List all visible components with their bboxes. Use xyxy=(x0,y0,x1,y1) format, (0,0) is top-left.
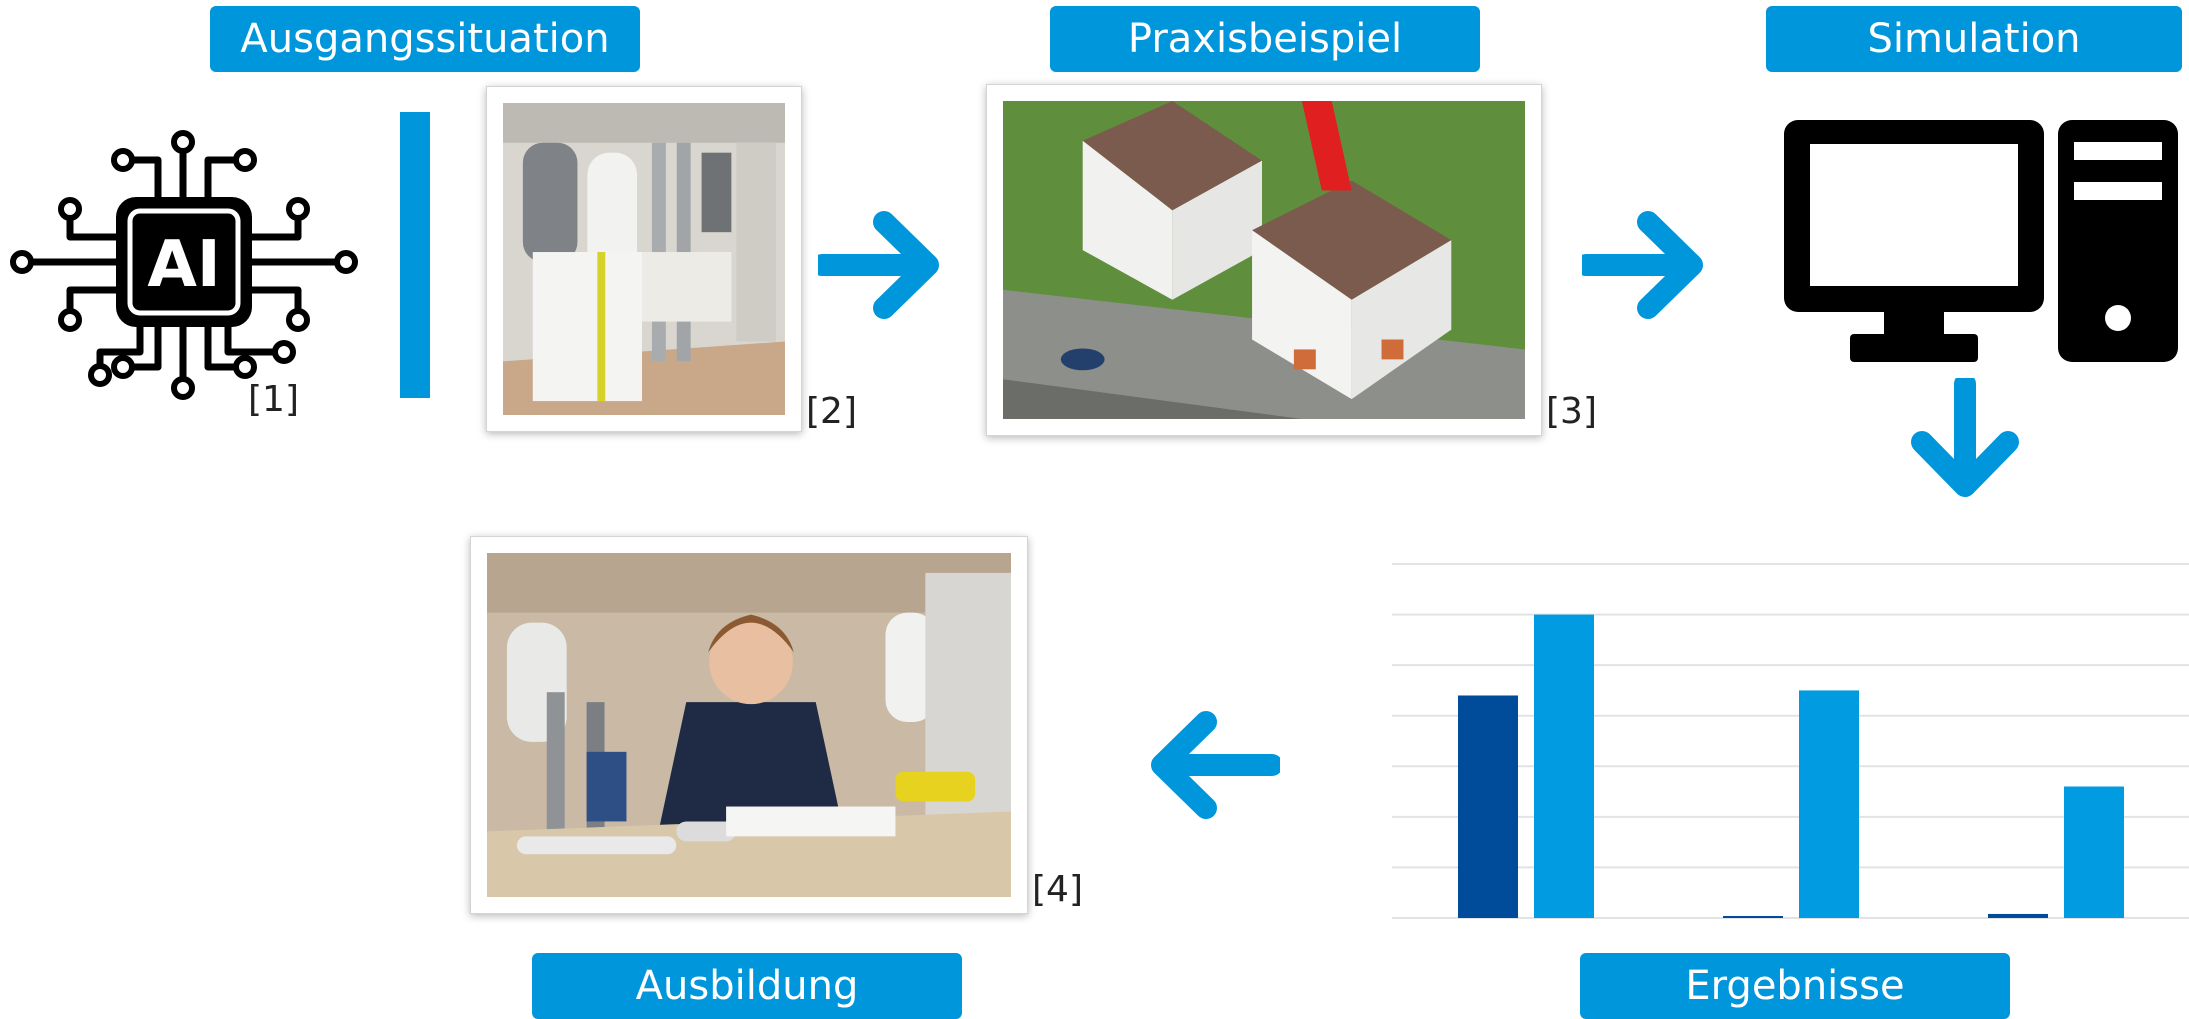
chart-bar-1-series-2 xyxy=(1534,614,1594,918)
ai-chip-icon: AI xyxy=(8,112,360,412)
label-praxisbeispiel: Praxisbeispiel xyxy=(1050,6,1480,72)
arrow-right-icon xyxy=(1582,200,1716,330)
divider-bar xyxy=(400,112,430,398)
reference-3: [3] xyxy=(1546,391,1597,432)
reference-1: [1] xyxy=(248,379,299,420)
results-chart-svg xyxy=(1392,563,2189,919)
chart-bar-2-series-2 xyxy=(1799,690,1859,918)
chart-bar-3-series-2 xyxy=(2064,786,2124,918)
label-simulation: Simulation xyxy=(1766,6,2182,72)
label-ergebnisse: Ergebnisse xyxy=(1580,953,2010,1019)
arrow-down-icon xyxy=(1900,378,2030,510)
training-photo xyxy=(470,536,1028,914)
reference-2: [2] xyxy=(806,391,857,432)
results-chart xyxy=(1392,560,2189,920)
ai-chip-text: AI xyxy=(147,228,220,302)
desktop-computer-icon xyxy=(1784,118,2178,364)
heating-room-photo xyxy=(486,86,802,432)
arrow-right-icon xyxy=(818,200,952,330)
houses-photo xyxy=(986,84,1542,436)
label-ausgangssituation: Ausgangssituation xyxy=(210,6,640,72)
label-ausbildung: Ausbildung xyxy=(532,953,962,1019)
reference-4: [4] xyxy=(1032,869,1083,910)
arrow-left-icon xyxy=(1134,700,1280,830)
chart-bar-3-series-1 xyxy=(1988,913,2048,918)
chart-bar-1-series-1 xyxy=(1458,695,1518,918)
chart-bar-2-series-1 xyxy=(1723,916,1783,918)
